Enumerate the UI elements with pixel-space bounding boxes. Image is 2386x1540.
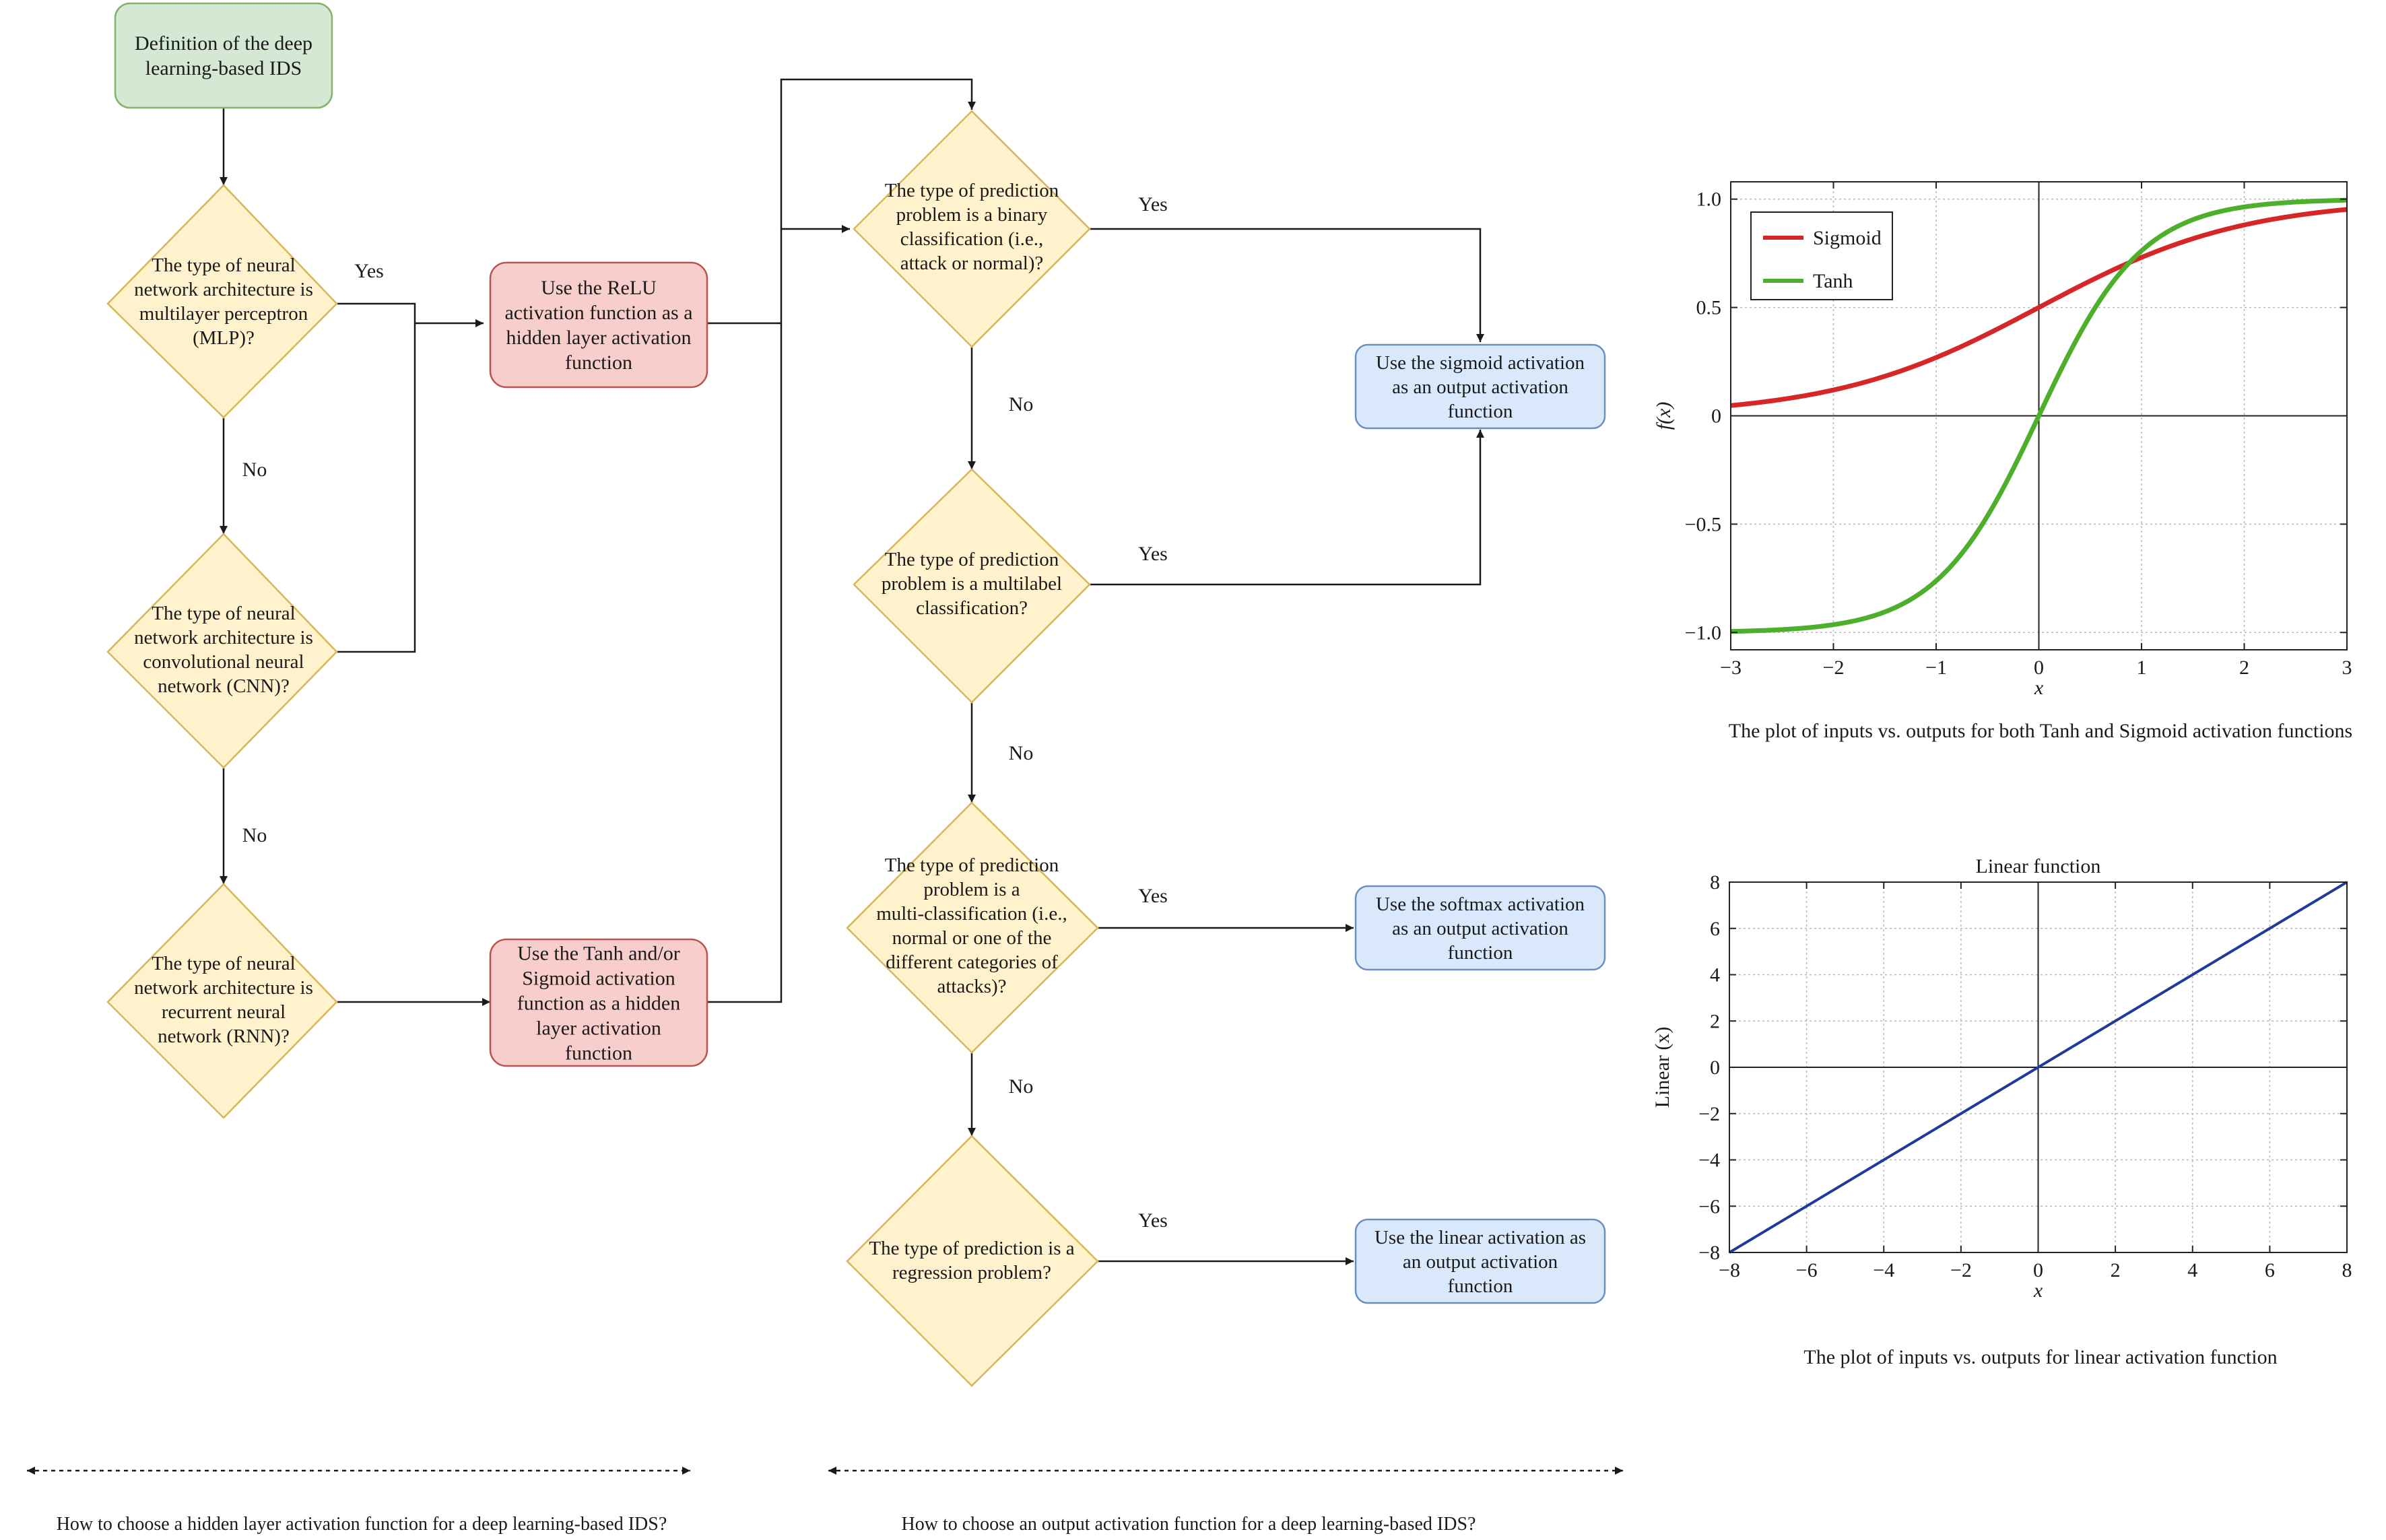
x-tick-label: 1 bbox=[2137, 657, 2147, 679]
x-tick-label: 6 bbox=[2265, 1259, 2275, 1281]
label-mlp-yes: Yes bbox=[354, 260, 384, 282]
x-tick-label: 2 bbox=[2111, 1259, 2121, 1281]
label-multiclass-yes: Yes bbox=[1138, 885, 1168, 907]
label-regression-yes: Yes bbox=[1138, 1209, 1168, 1232]
chart-caption: The plot of inputs vs. outputs for linea… bbox=[1803, 1346, 2277, 1368]
y-tick-label: 4 bbox=[1710, 964, 1720, 986]
y-tick-label: −4 bbox=[1698, 1149, 1720, 1172]
y-tick-label: 0.5 bbox=[1696, 297, 1722, 319]
x-axis-label: x bbox=[2033, 1279, 2043, 1302]
x-tick-label: −2 bbox=[1823, 657, 1845, 679]
x-tick-label: 4 bbox=[2187, 1259, 2197, 1281]
legend-label-tanh: Tanh bbox=[1813, 270, 1853, 292]
chart-caption: The plot of inputs vs. outputs for both … bbox=[1729, 720, 2352, 742]
chart-linear: Linear function −8 −6 −4 −2 0 2 4 6 8 −8 −6 −4 −2 0 2 4 6… bbox=[1651, 855, 2352, 1368]
label-multilabel-yes: Yes bbox=[1138, 543, 1168, 565]
x-tick-label: −3 bbox=[1720, 657, 1742, 679]
edge-binary-yes bbox=[1090, 228, 1484, 342]
label-binary-no: No bbox=[1009, 393, 1034, 415]
y-axis-label: f(x) bbox=[1653, 402, 1675, 430]
label-mlp-no: No bbox=[242, 459, 267, 481]
series-line-sigmoid bbox=[1730, 207, 2348, 408]
y-tick-label: −6 bbox=[1698, 1195, 1720, 1217]
y-tick-label: −2 bbox=[1698, 1103, 1720, 1125]
y-tick-label: −0.5 bbox=[1685, 513, 1721, 535]
x-tick-label: −2 bbox=[1950, 1259, 1972, 1281]
edge-labels: Yes No No Yes No Yes No Yes No Yes bbox=[242, 193, 1168, 1232]
x-tick-label: −1 bbox=[1925, 657, 1947, 679]
x-tick-label: 3 bbox=[2342, 657, 2352, 679]
x-tick-label: −8 bbox=[1719, 1259, 1740, 1281]
series-line-tanh bbox=[1730, 197, 2348, 634]
x-axis-label: x bbox=[2034, 677, 2044, 699]
x-tick-label: −4 bbox=[1873, 1259, 1894, 1281]
edge-tanh-to-output bbox=[707, 323, 783, 1003]
x-tick-label: 2 bbox=[2239, 657, 2249, 679]
y-tick-label: 1.0 bbox=[1696, 189, 1722, 211]
label-cnn-no: No bbox=[242, 824, 267, 846]
edge-cnn-yes bbox=[337, 323, 416, 653]
chart-sigmoid-tanh: −3 −2 −1 0 1 2 3 −1.0 −0.5 0 0.5 1.0 x f(x) SigmoidTan… bbox=[1653, 181, 2352, 742]
section-output-caption: How to choose an output activation funct… bbox=[902, 1514, 1476, 1535]
y-tick-label: 0 bbox=[1710, 1057, 1720, 1079]
label-multilabel-no: No bbox=[1009, 742, 1034, 764]
legend-box bbox=[1750, 211, 1893, 300]
series-line-linear bbox=[1728, 881, 2348, 1254]
chart-title: Linear function bbox=[1976, 855, 2101, 877]
section-output: How to choose an output activation funct… bbox=[828, 1467, 1623, 1535]
x-tick-label: 0 bbox=[2034, 657, 2044, 679]
legend-label-sigmoid: Sigmoid bbox=[1813, 227, 1882, 249]
label-binary-yes: Yes bbox=[1138, 193, 1168, 215]
edge-multilabel-yes bbox=[1090, 430, 1484, 586]
y-tick-label: −8 bbox=[1698, 1242, 1720, 1264]
edge-relu-to-output bbox=[707, 225, 850, 325]
y-tick-label: 2 bbox=[1710, 1010, 1720, 1032]
x-tick-label: −6 bbox=[1796, 1259, 1818, 1281]
y-tick-label: −1.0 bbox=[1685, 622, 1721, 644]
x-tick-label: 0 bbox=[2033, 1259, 2043, 1281]
y-tick-label: 0 bbox=[1711, 405, 1721, 428]
label-multiclass-no: No bbox=[1009, 1075, 1034, 1098]
x-tick-label: 8 bbox=[2342, 1259, 2352, 1281]
y-axis-label: Linear (x) bbox=[1651, 1027, 1673, 1108]
y-tick-label: 8 bbox=[1710, 871, 1720, 894]
section-hidden: How to choose a hidden layer activation … bbox=[27, 1467, 690, 1535]
y-tick-label: 6 bbox=[1710, 918, 1720, 940]
connectors bbox=[220, 78, 1484, 1265]
section-hidden-caption: How to choose a hidden layer activation … bbox=[57, 1514, 667, 1535]
edge-mlp-yes bbox=[337, 302, 484, 327]
edge-top-loop bbox=[780, 78, 976, 229]
